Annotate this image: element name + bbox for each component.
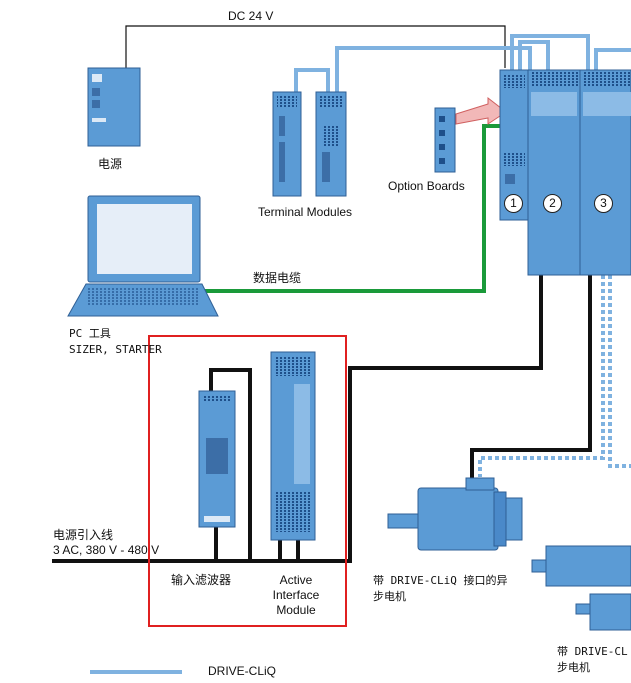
mains-voltage-label: 3 AC, 380 V - 480 V — [53, 543, 160, 557]
terminal-module-1 — [272, 91, 302, 197]
insert-arrow-icon — [455, 96, 507, 125]
highlight-box — [148, 335, 347, 627]
legend-label: DRIVE-CLiQ — [208, 664, 277, 678]
module-number-3: 3 — [594, 194, 613, 213]
power-lines — [52, 275, 592, 563]
aim-label-1: Active — [279, 573, 313, 587]
pc-tool-label: PC 工具 — [69, 327, 111, 340]
aim-label-2: Interface — [272, 588, 320, 602]
terminal-modules-label: Terminal Modules — [258, 205, 353, 219]
option-board — [434, 96, 507, 173]
mains-label: 电源引入线 — [53, 528, 114, 542]
motor-async-label-1: 带 DRIVE-CLiQ 接口的异 — [373, 574, 508, 587]
power-supply-label: 电源 — [98, 157, 123, 171]
motor-async-label-2: 步电机 — [373, 590, 406, 603]
motor-sync — [531, 545, 631, 631]
dc24v-label: DC 24 V — [228, 9, 274, 23]
data-cable-label: 数据电缆 — [253, 271, 302, 285]
motor-sync-label-1: 带 DRIVE-CL — [557, 645, 628, 658]
module-number-2: 2 — [543, 194, 562, 213]
pc-tool-software-label: SIZER, STARTER — [69, 343, 162, 356]
drive-cliq-links — [294, 34, 631, 477]
input-filter — [198, 390, 236, 528]
motor-async — [387, 477, 523, 551]
laptop — [67, 195, 219, 317]
power-supply-unit — [87, 67, 141, 147]
terminal-module-2 — [315, 91, 347, 197]
option-boards-label: Option Boards — [388, 179, 465, 193]
aim-label-3: Module — [276, 603, 316, 617]
data-cable-line — [205, 124, 504, 293]
input-filter-label: 输入滤波器 — [171, 573, 232, 587]
drive-lineup — [499, 69, 631, 276]
module-number-1: 1 — [504, 194, 523, 213]
active-interface-module — [270, 351, 316, 541]
motor-sync-label-2: 步电机 — [557, 661, 590, 674]
